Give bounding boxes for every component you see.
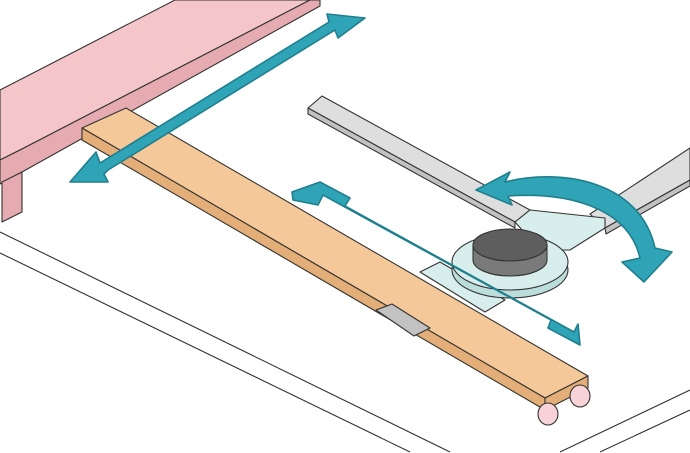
- caster-front: [537, 402, 559, 426]
- caster-back: [569, 384, 591, 408]
- pivot-assembly: [419, 209, 606, 313]
- knob-top: [472, 228, 548, 262]
- pink-panel-leg: [1, 171, 23, 223]
- double-headed-arrow-icon: [69, 13, 366, 183]
- floor-edge-right-top: [559, 389, 690, 453]
- floor-edge-left-top: [0, 231, 451, 453]
- grey-arm: [307, 95, 690, 235]
- grey-arm-side: [307, 107, 516, 229]
- double-headed-arrow-icon-beam: [291, 181, 581, 346]
- clear-rail: [419, 261, 506, 313]
- curved-rotation-arrow-icon: [475, 171, 673, 283]
- floor-lines: [0, 231, 690, 453]
- pink-panel: [0, 0, 321, 223]
- casters: [537, 384, 591, 426]
- motion-arrows: [69, 13, 673, 346]
- floor-edge-right-bottom: [599, 409, 690, 453]
- beam-clamp: [375, 303, 431, 337]
- floor-edge-left-bottom: [0, 252, 411, 453]
- orange-beam: [81, 107, 589, 411]
